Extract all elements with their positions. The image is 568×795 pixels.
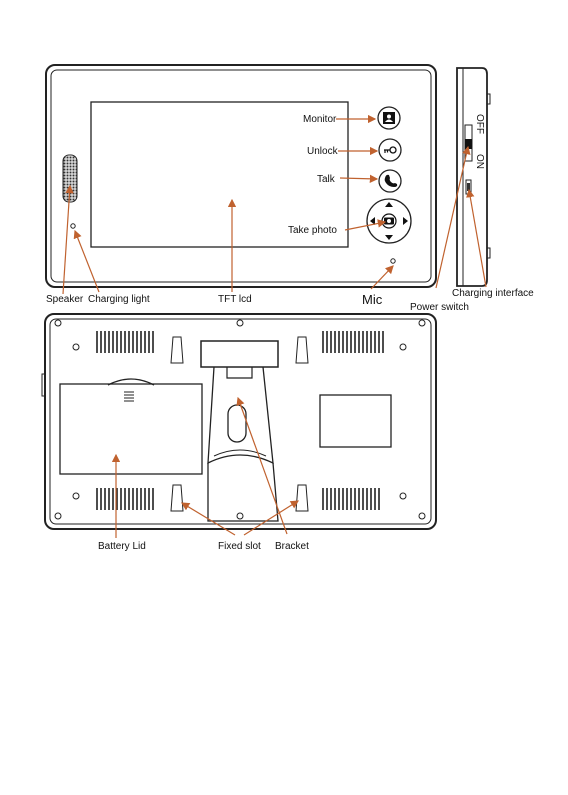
label-charging-interface: Charging interface <box>452 288 534 299</box>
arrow-talk <box>340 178 377 179</box>
front-housing-outer <box>46 65 436 287</box>
phone-icon <box>385 175 398 187</box>
screw-holes <box>55 320 425 519</box>
monitor-button[interactable] <box>378 107 400 129</box>
back-housing-outer <box>45 314 436 529</box>
label-speaker: Speaker <box>46 294 84 305</box>
label-take-photo: Take photo <box>288 225 337 236</box>
front-view: Monitor Unlock Talk Take photo Speaker C… <box>46 65 436 307</box>
label-tft-lcd: TFT lcd <box>218 294 252 305</box>
label-switch-off: OFF <box>474 114 485 134</box>
label-fixed-slot: Fixed slot <box>218 541 261 552</box>
label-power-switch: Power switch <box>410 302 469 313</box>
label-bracket: Bracket <box>275 541 309 552</box>
label-mic: Mic <box>362 292 383 307</box>
label-battery-lid: Battery Lid <box>98 541 146 552</box>
label-switch-on: ON <box>474 154 485 169</box>
take-photo-dpad[interactable] <box>367 199 411 243</box>
arrow-bracket <box>238 398 287 534</box>
label-talk: Talk <box>317 174 336 185</box>
bracket[interactable] <box>201 341 278 521</box>
arrow-speaker <box>63 186 70 294</box>
back-view: Battery Lid Fixed slot Bracket <box>42 314 436 552</box>
side-view: OFF ON Charging interface Power switch <box>410 68 534 313</box>
monitor-icon <box>383 112 395 124</box>
arrow-charging-light <box>75 231 99 292</box>
battery-lid[interactable] <box>60 379 202 474</box>
label-charging-light: Charging light <box>88 294 150 305</box>
arrow-mic <box>371 266 393 289</box>
vent-slots <box>97 331 383 510</box>
key-icon <box>384 147 396 153</box>
fixed-slots <box>171 337 308 511</box>
back-housing-inner <box>50 319 431 524</box>
label-plate <box>320 395 391 447</box>
label-unlock: Unlock <box>307 146 339 157</box>
charging-light-dot <box>71 224 75 228</box>
mic-dot <box>391 259 395 263</box>
arrow-take-photo <box>345 222 385 230</box>
label-monitor: Monitor <box>303 114 337 125</box>
talk-button[interactable] <box>379 170 401 192</box>
arrow-charging-interface <box>469 190 486 287</box>
camera-icon <box>382 214 396 228</box>
unlock-button[interactable] <box>379 139 401 161</box>
